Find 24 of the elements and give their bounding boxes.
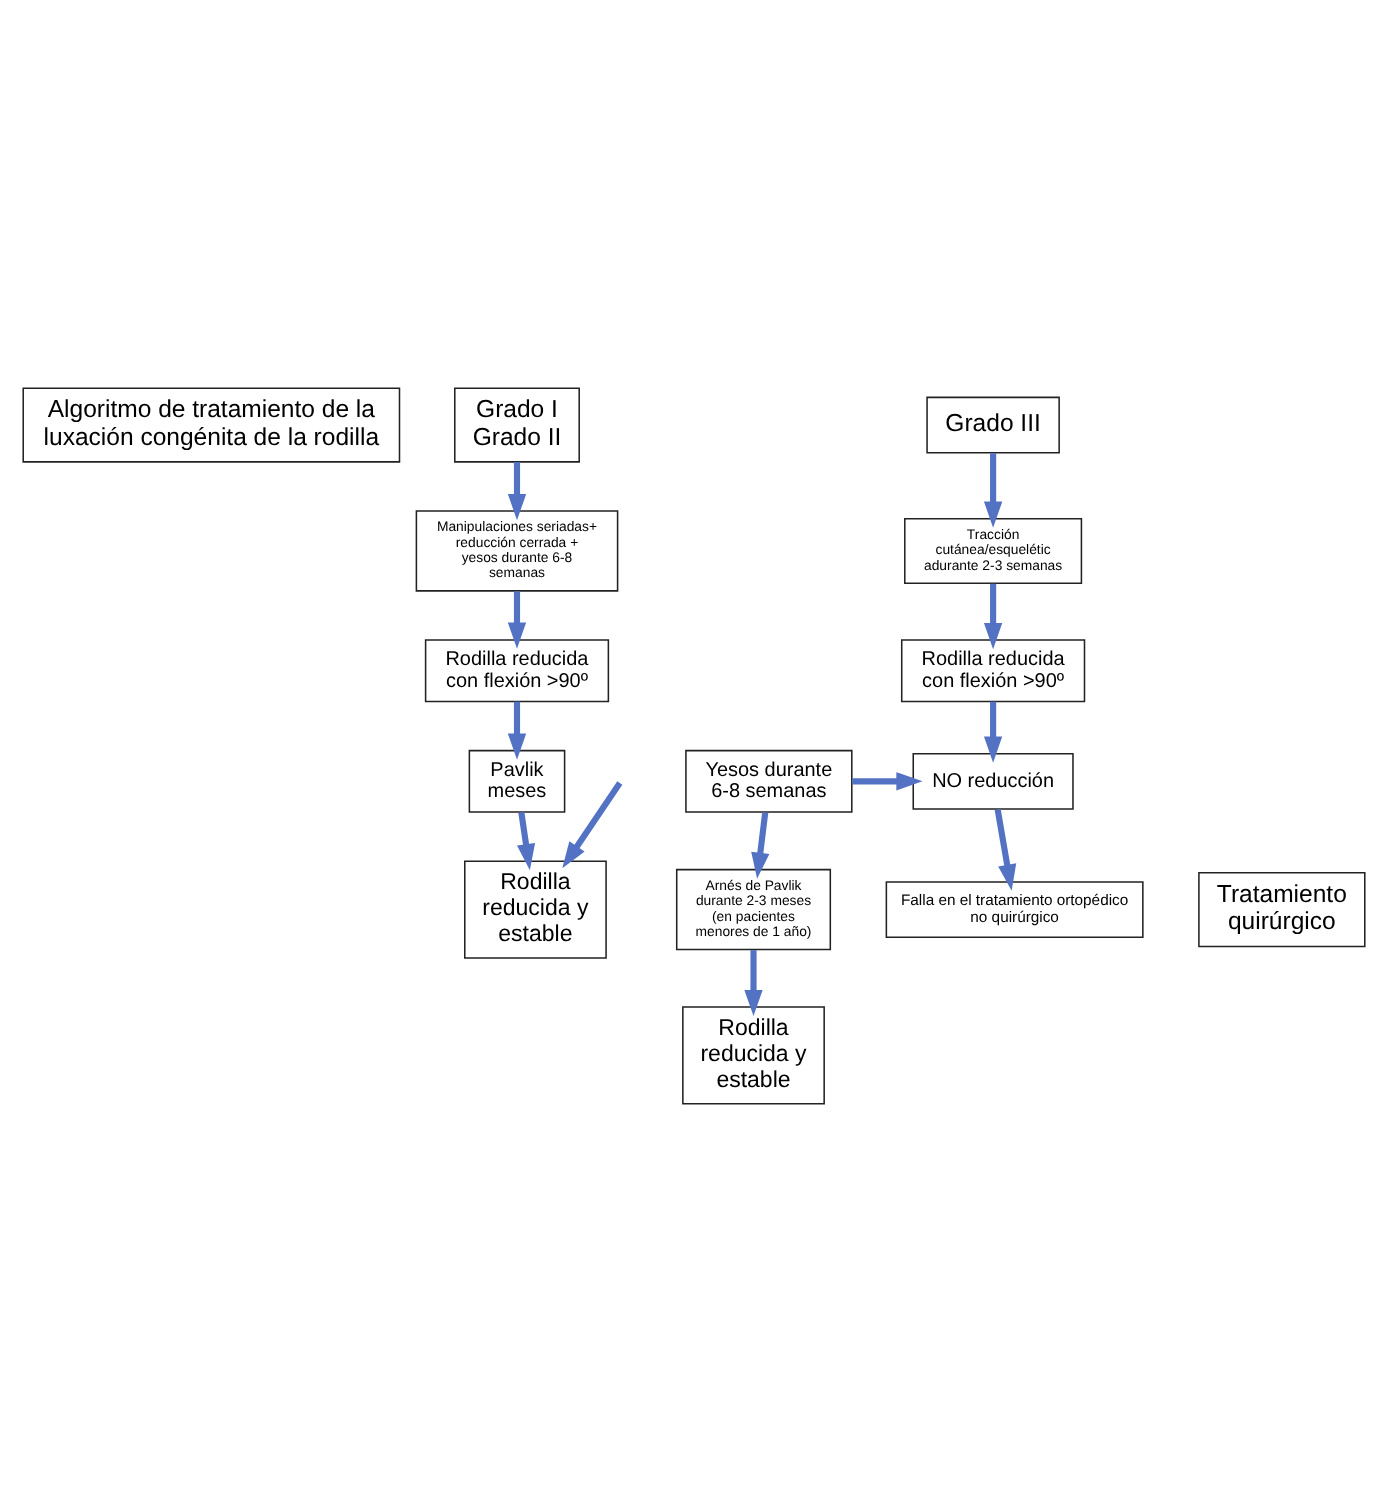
arrow (562, 781, 623, 869)
node-box: Rodilla reducida con flexión >90º (424, 639, 610, 703)
node-box: Tratamiento quirúrgico (1198, 871, 1366, 948)
node-box: Grado I Grado II (454, 387, 580, 463)
arrow (507, 462, 527, 521)
node-box: Rodilla reducida y estable (464, 860, 607, 959)
node-box: Rodilla reducida y estable (682, 1006, 825, 1105)
arrow (751, 812, 770, 879)
arrow (852, 772, 923, 791)
arrow (994, 808, 1017, 891)
arrow (507, 701, 527, 760)
arrow (983, 583, 1003, 650)
node-box: Algoritmo de tratamiento de la luxación congénita de la rodilla (22, 387, 401, 463)
arrow (983, 453, 1003, 528)
node-box: Falla en el tratamiento ortopédico no quirúrgico (885, 881, 1144, 938)
arrow (507, 591, 527, 649)
node-box: Grado III (926, 396, 1060, 454)
arrow (983, 701, 1003, 763)
node-box: NO reducción (912, 752, 1074, 810)
node-box: Rodilla reducida con flexión >90º (900, 639, 1086, 703)
node-box: Yesos durante 6-8 semanas (685, 749, 853, 813)
node-box: Pavlik meses (468, 749, 566, 813)
arrow (744, 950, 763, 1017)
arrow (516, 812, 536, 871)
